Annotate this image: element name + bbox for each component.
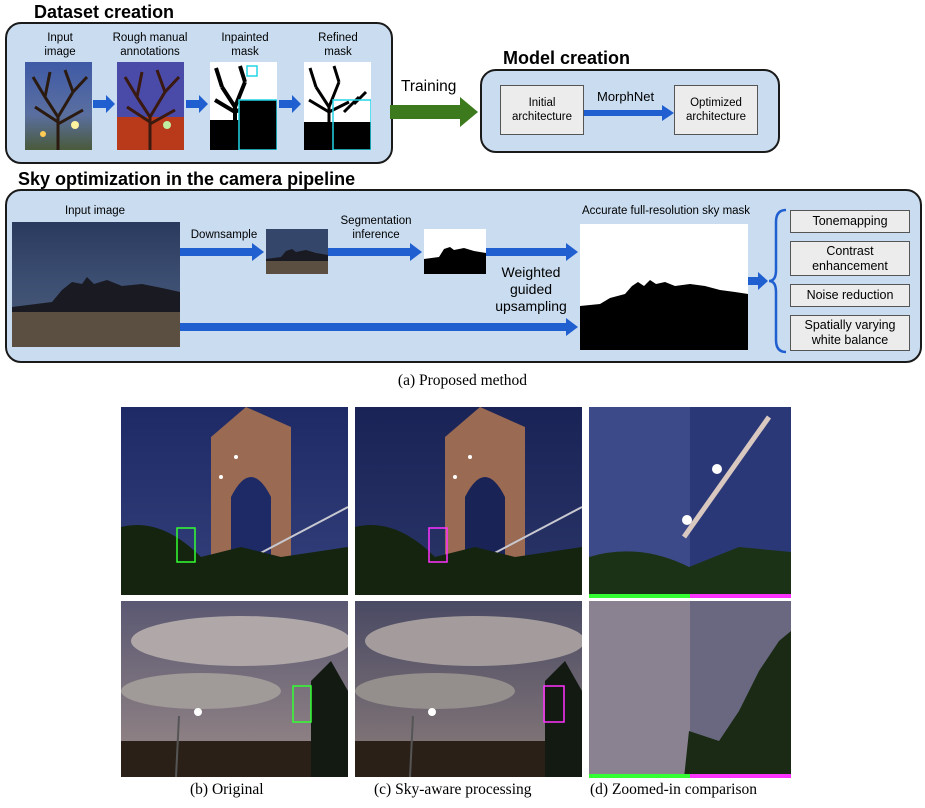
pipeline-input-image bbox=[12, 222, 180, 347]
input-tree-image bbox=[25, 62, 92, 150]
caption-b: (b) Original bbox=[190, 781, 264, 798]
contrast-enhancement-box: Contrast enhancement bbox=[790, 241, 910, 276]
optimized-architecture-box: Optimized architecture bbox=[674, 85, 758, 135]
fullres-mask-image bbox=[580, 224, 748, 350]
sky-pipeline-title: Sky optimization in the camera pipeline bbox=[18, 169, 356, 189]
segmentation-label: Segmentation inference bbox=[340, 215, 412, 241]
bridge-zoom-photo bbox=[589, 407, 791, 598]
dataset-arrows bbox=[93, 95, 301, 113]
segmentation-arrow bbox=[328, 243, 422, 261]
training-arrow bbox=[390, 97, 478, 127]
outputs-arrow bbox=[748, 272, 768, 290]
fullres-mask-label: Accurate full-resolution sky mask bbox=[581, 205, 751, 217]
city-original-photo bbox=[121, 601, 348, 777]
refined-mask-image bbox=[304, 62, 371, 150]
white-balance-box: Spatially varying white balance bbox=[790, 315, 910, 351]
inpainted-mask-image bbox=[210, 62, 277, 150]
city-zoom-photo bbox=[589, 601, 791, 778]
upsampling-label: Weighted guided upsampling bbox=[495, 264, 567, 314]
downsample-label: Downsample bbox=[190, 229, 258, 241]
caption-c: (c) Sky-aware processing bbox=[374, 781, 532, 798]
morphnet-label: MorphNet bbox=[597, 89, 655, 104]
pipeline-input-label: Input image bbox=[64, 205, 126, 217]
morphnet-arrow bbox=[584, 105, 674, 121]
step-label-input: Input image bbox=[44, 32, 76, 58]
bridge-original-photo bbox=[121, 407, 348, 595]
caption-a: (a) Proposed method bbox=[397, 372, 528, 389]
initial-architecture-box: Initial architecture bbox=[500, 85, 584, 135]
city-processed-photo bbox=[355, 601, 582, 777]
bridge-processed-photo bbox=[355, 407, 582, 595]
caption-d: (d) Zoomed-in comparison bbox=[590, 781, 758, 798]
noise-reduction-box: Noise reduction bbox=[790, 284, 910, 307]
downsampled-image bbox=[266, 229, 328, 274]
dataset-creation-title: Dataset creation bbox=[34, 2, 175, 22]
lowres-mask-image bbox=[424, 229, 486, 274]
model-creation-title: Model creation bbox=[503, 48, 631, 68]
training-label: Training bbox=[401, 78, 457, 95]
downsample-arrow bbox=[180, 243, 264, 261]
rough-annotations-image bbox=[117, 62, 184, 150]
tonemapping-box: Tonemapping bbox=[790, 210, 910, 233]
fullres-arrow-bottom bbox=[180, 318, 578, 336]
step-label-rough: Rough manual annotations bbox=[112, 32, 188, 58]
step-label-inpainted: Inpainted mask bbox=[221, 32, 269, 58]
upsampling-arrow-top bbox=[486, 243, 578, 261]
outputs-brace bbox=[768, 208, 787, 354]
step-label-refined: Refined mask bbox=[318, 32, 358, 58]
